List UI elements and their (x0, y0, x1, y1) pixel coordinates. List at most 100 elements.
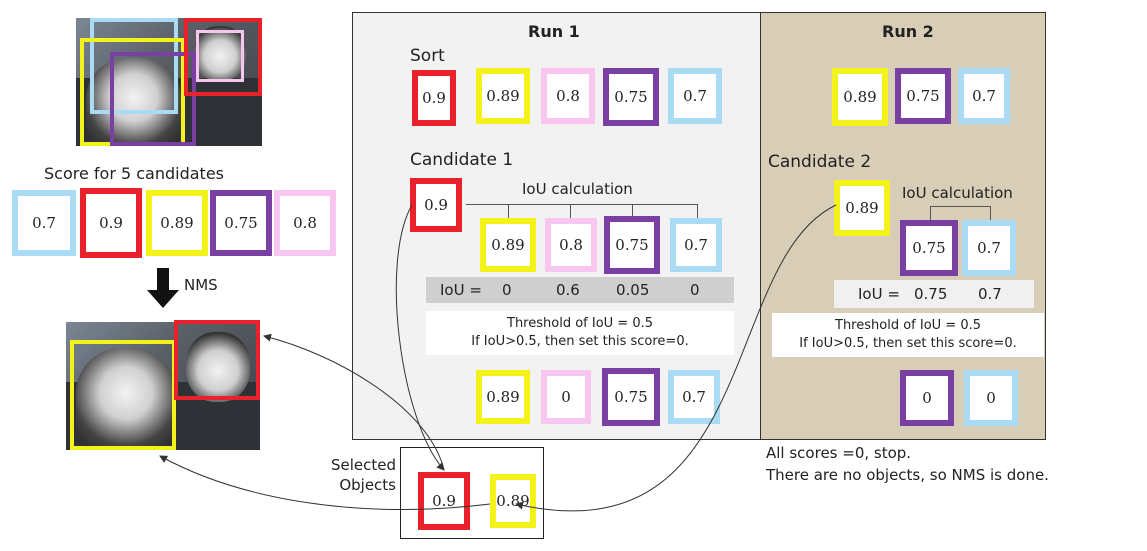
run1-iou-calc-label: IoU calculation (522, 180, 633, 198)
selected-box-yellow-score: 0.89 (490, 474, 536, 528)
run1-sorted-lightblue: 0.7 (668, 68, 722, 124)
score-value: 0.7 (683, 87, 707, 105)
score-value: 0.7 (32, 214, 56, 232)
stop-line2: There are no objects, so NMS is done. (766, 466, 1049, 484)
score-value: 0.89 (843, 88, 877, 106)
candidate-box-pink (196, 30, 244, 82)
run1-compare-purple: 0.75 (604, 216, 660, 274)
run1-iou-value: 0.6 (556, 281, 580, 299)
run2-compare-lightblue: 0.7 (962, 220, 1016, 276)
score-value: 0.9 (424, 196, 448, 214)
run1-title: Run 1 (528, 22, 580, 41)
run1-compare-yellow: 0.89 (480, 218, 536, 272)
selected-box-red-score: 0.9 (418, 472, 470, 530)
run2-bracket-tick (930, 206, 931, 220)
candidate-box-red (184, 18, 262, 96)
selected-box-yellow (70, 340, 176, 450)
nms-arrow-head (147, 290, 179, 308)
score-value: 0.89 (496, 492, 530, 510)
score-value: 0.75 (906, 87, 940, 105)
run2-result-lightblue: 0 (964, 370, 1018, 426)
score-value: 0.75 (615, 236, 649, 254)
score-value: 0.89 (491, 236, 525, 254)
dog-figure-left (76, 348, 176, 448)
run1-compare-pink: 0.8 (545, 218, 597, 272)
run1-iou-prefix: IoU = (440, 281, 482, 299)
score-value: 0.7 (972, 87, 996, 105)
run2-threshold-line2: If IoU>0.5, then set this score=0. (799, 336, 1017, 351)
score-box-purple: 0.75 (210, 190, 272, 256)
score-title: Score for 5 candidates (44, 164, 225, 183)
run1-candidate-label: Candidate 1 (410, 150, 514, 170)
candidate-box-purple (110, 52, 196, 146)
run2-compare-purple: 0.75 (900, 220, 958, 276)
score-value: 0.89 (845, 199, 879, 217)
selected-label-line2: Objects (339, 476, 396, 494)
run1-bracket-h (466, 204, 698, 205)
stop-line1: All scores =0, stop. (766, 444, 912, 462)
score-value: 0.8 (556, 87, 580, 105)
run2-iou-value: 0.75 (914, 285, 948, 303)
score-box-yellow: 0.89 (146, 190, 208, 256)
score-box-red: 0.9 (80, 188, 142, 258)
score-value: 0.7 (684, 236, 708, 254)
score-value: 0 (986, 389, 996, 407)
candidate-box-lightblue (90, 18, 178, 114)
score-value: 0.7 (977, 239, 1001, 257)
run2-iou-prefix: IoU = (858, 285, 900, 303)
run1-sorted-yellow: 0.89 (476, 68, 530, 124)
run2-iou-value: 0.7 (978, 285, 1002, 303)
run1-iou-value: 0 (502, 281, 512, 299)
run1-sorted-purple: 0.75 (603, 68, 659, 126)
score-value: 0.9 (99, 214, 123, 232)
run2-candidate-label: Candidate 2 (768, 152, 872, 172)
score-value: 0.9 (422, 89, 446, 107)
run1-result-lightblue: 0.7 (668, 370, 720, 424)
run2-bracket-tick (990, 206, 991, 220)
score-value: 0.75 (614, 388, 648, 406)
run1-bracket-tick (508, 204, 509, 218)
score-value: 0 (922, 389, 932, 407)
run2-result-purple: 0 (900, 370, 954, 426)
run1-result-yellow: 0.89 (476, 370, 530, 424)
score-value: 0 (561, 388, 571, 406)
run2-candidate-box: 0.89 (834, 180, 890, 236)
score-value: 0.7 (682, 388, 706, 406)
run1-sort-label: Sort (410, 46, 445, 66)
selected-box-red (174, 320, 260, 400)
run2-iou-calc-label: IoU calculation (902, 184, 1013, 202)
dog-figure-right (186, 332, 250, 402)
score-box-pink: 0.8 (274, 190, 336, 256)
nms-arrow-shaft (157, 268, 169, 290)
run2-title: Run 2 (882, 22, 934, 41)
score-value: 0.75 (224, 214, 258, 232)
run1-result-pink: 0 (541, 370, 591, 424)
run1-compare-lightblue: 0.7 (670, 218, 722, 272)
score-value: 0.89 (160, 214, 194, 232)
score-value: 0.75 (614, 88, 648, 106)
run2-bracket-h (930, 206, 990, 207)
score-value: 0.8 (559, 236, 583, 254)
run1-threshold-line1: Threshold of IoU = 0.5 (507, 316, 653, 331)
run2-iou-bar (834, 280, 1034, 308)
run2-sorted-yellow: 0.89 (832, 68, 888, 126)
run1-iou-value: 0.05 (616, 281, 650, 299)
run2-threshold-line1: Threshold of IoU = 0.5 (835, 318, 981, 333)
run2-sorted-lightblue: 0.7 (958, 68, 1010, 124)
run1-sorted-red: 0.9 (412, 70, 456, 126)
nms-label: NMS (184, 276, 218, 294)
score-value: 0.89 (486, 87, 520, 105)
run1-iou-value: 0 (690, 281, 700, 299)
run2-sorted-purple: 0.75 (895, 68, 951, 124)
score-box-lightblue: 0.7 (12, 190, 76, 256)
dog-figure-right (194, 26, 246, 81)
selected-label-line1: Selected (330, 456, 396, 474)
run1-result-purple: 0.75 (602, 368, 660, 426)
run1-candidate-box: 0.9 (410, 178, 462, 232)
score-value: 0.89 (486, 388, 520, 406)
dog-figure-left (86, 58, 181, 146)
run1-sorted-pink: 0.8 (541, 68, 595, 124)
score-value: 0.75 (912, 239, 946, 257)
score-value: 0.9 (432, 492, 456, 510)
run1-bracket-tick (697, 204, 698, 218)
